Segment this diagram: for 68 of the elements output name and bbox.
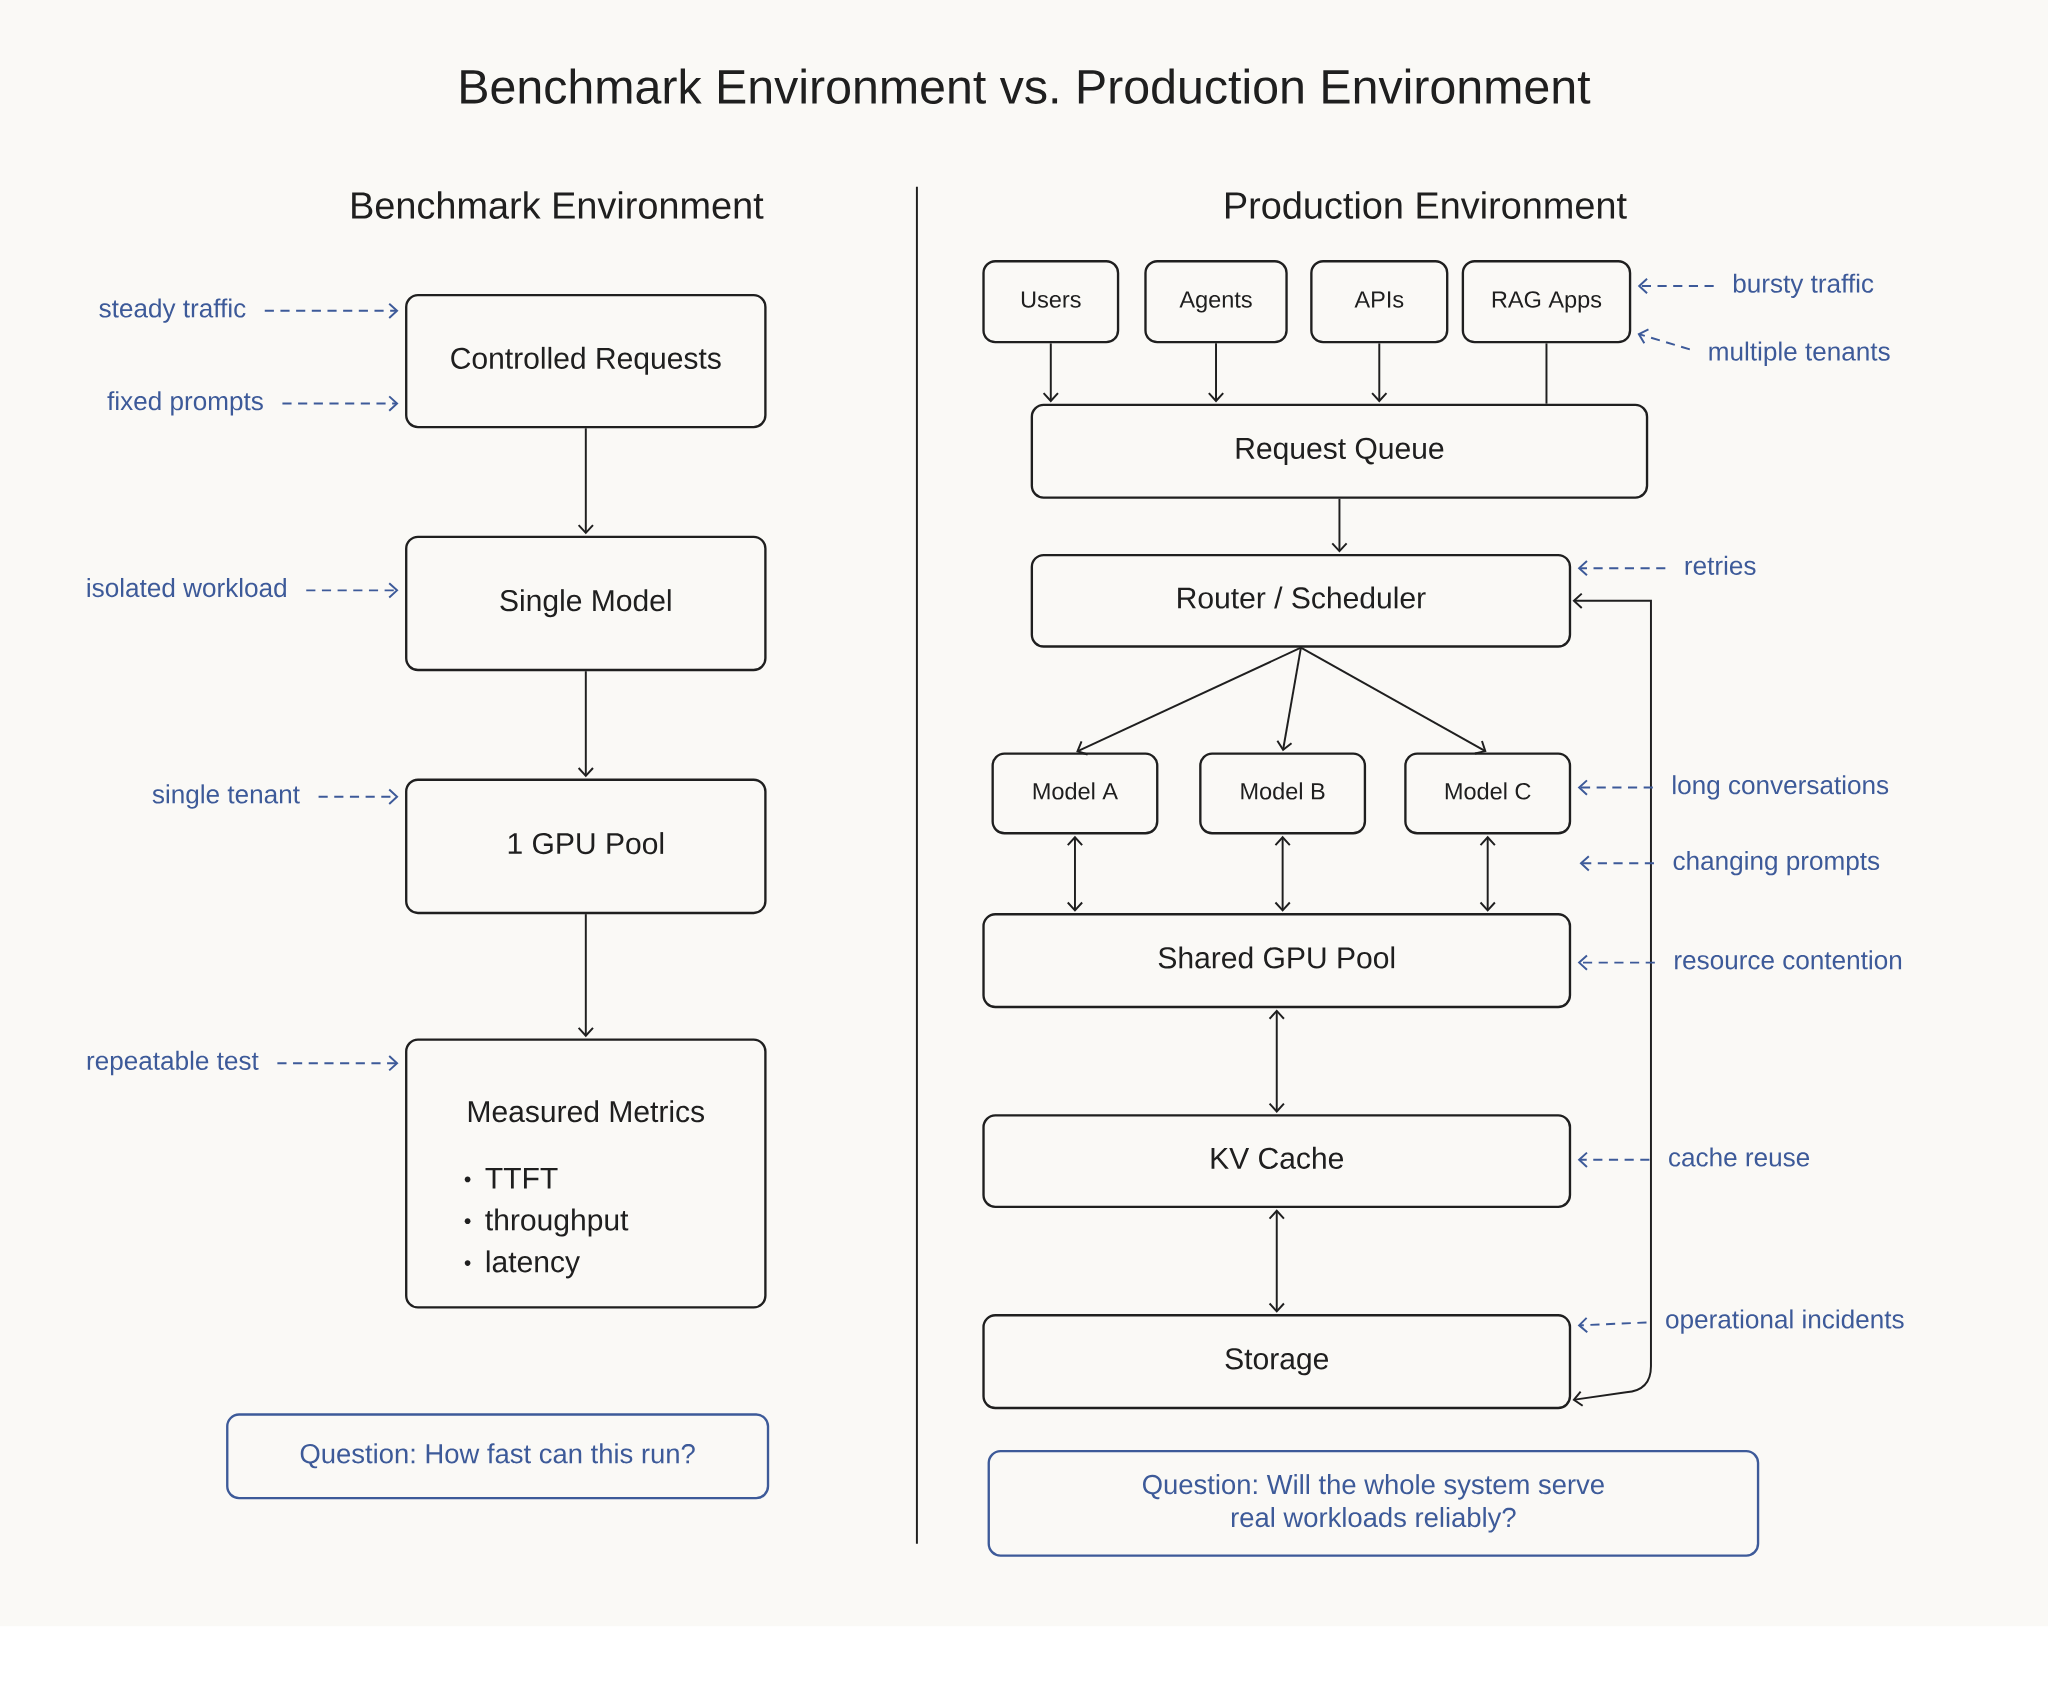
dashed-arrow: [1637, 278, 1715, 295]
double-arrow: [1268, 1009, 1285, 1114]
dashed-arrow: [1579, 855, 1655, 872]
annotation: retries: [1685, 555, 1756, 576]
process-box: KV Cache: [982, 1114, 1572, 1209]
arrow: [577, 670, 594, 778]
annotation: multiple tenants: [1709, 341, 1890, 367]
process-box: Model C: [1404, 752, 1572, 835]
annotation: steady traffic: [99, 298, 246, 323]
arrow: [577, 427, 594, 535]
loop-arrow: [1572, 592, 1652, 1407]
dashed-arrow: [1577, 779, 1654, 796]
double-arrow: [1066, 835, 1084, 912]
process-box: 1 GPU Pool: [405, 778, 767, 915]
box-heading: Measured Metrics: [468, 1100, 704, 1123]
double-arrow: [1479, 835, 1496, 912]
column-heading: Benchmark Environment: [352, 191, 764, 220]
process-box: APIs: [1310, 260, 1449, 344]
process-box: Controlled Requests: [405, 294, 767, 429]
annotation: cache reuse: [1669, 1147, 1810, 1167]
annotation: repeatable test: [87, 1050, 259, 1076]
arrow: [577, 913, 594, 1038]
process-box: Request Queue: [1030, 403, 1649, 499]
process-box: Storage: [982, 1314, 1572, 1410]
process-box: Model A: [991, 752, 1159, 835]
arrow: [1299, 646, 1487, 755]
question-box: Question: How fast can this run?: [226, 1413, 770, 1500]
column-heading: Production Environment: [1226, 191, 1627, 220]
process-box: RAG Apps: [1461, 260, 1632, 344]
dashed-arrow: [276, 1055, 399, 1072]
annotation: changing prompts: [1673, 851, 1880, 876]
process-box: Users: [982, 260, 1120, 344]
process-box: Single Model: [405, 535, 767, 672]
dashed-arrow: [1637, 328, 1691, 351]
dashed-arrow: [1577, 954, 1656, 971]
process-box: Agents: [1144, 260, 1288, 344]
process-box: [405, 1038, 767, 1309]
arrow: [1371, 342, 1388, 403]
dashed-arrow: [317, 788, 399, 806]
title: Benchmark Environment vs. Production Environment: [461, 68, 1591, 105]
annotation: resource contention: [1675, 950, 1902, 970]
process-box: Router / Scheduler: [1030, 554, 1572, 648]
arrow: [1042, 342, 1059, 403]
arrow: [1331, 498, 1348, 553]
arrow: [1076, 646, 1302, 756]
question-box: Question: Will the whole system serve real workloads reliably?: [987, 1450, 1760, 1557]
list-item: TTFT: [485, 1168, 558, 1189]
arrow: [1207, 342, 1225, 403]
dashed-arrow: [1577, 1317, 1648, 1334]
dashed-arrow: [305, 582, 399, 599]
annotation: bursty traffic: [1733, 273, 1874, 299]
list-item: throughput: [485, 1208, 629, 1237]
dashed-arrow: [1577, 1151, 1651, 1169]
connector-line: [1545, 342, 1548, 405]
process-box: Shared GPU Pool: [982, 913, 1572, 1009]
dashed-arrow: [263, 302, 399, 320]
annotation: operational incidents: [1666, 1309, 1904, 1334]
double-arrow: [1274, 835, 1291, 912]
dashed-arrow: [1577, 560, 1667, 577]
double-arrow: [1268, 1209, 1285, 1313]
annotation: single tenant: [152, 784, 300, 809]
process-box: Model B: [1199, 752, 1367, 835]
list-item: latency: [486, 1250, 580, 1279]
dashed-arrow: [281, 395, 399, 412]
arrow: [1276, 646, 1302, 752]
annotation: fixed prompts: [107, 391, 263, 416]
annotation: long conversations: [1673, 775, 1889, 800]
annotation: isolated workload: [87, 578, 286, 598]
